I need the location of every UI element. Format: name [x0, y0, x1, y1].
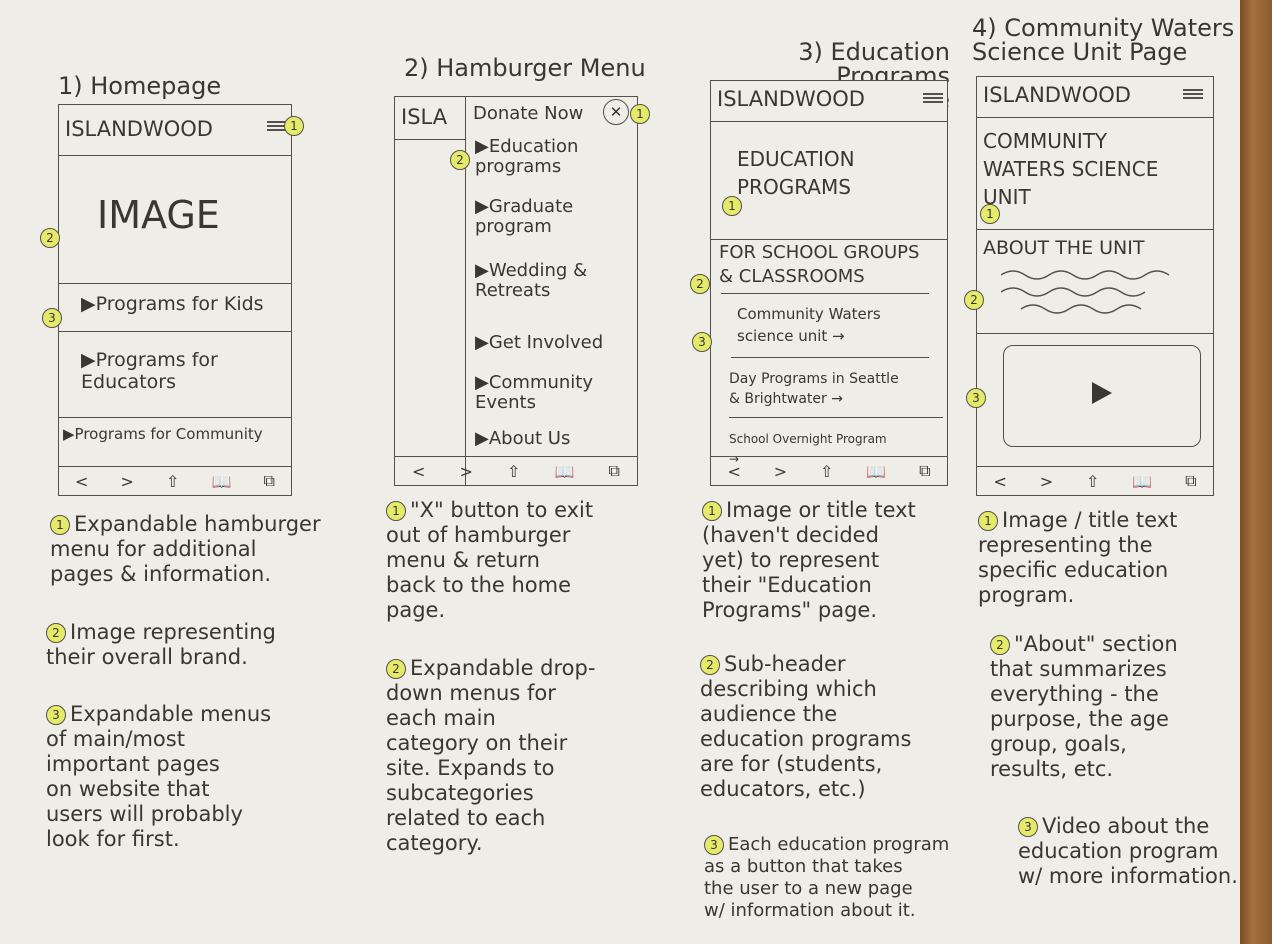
close-button[interactable]: ✕: [603, 99, 629, 125]
forward-icon[interactable]: >: [459, 461, 473, 481]
sketch-title: 1) Homepage: [58, 72, 222, 100]
tabs-icon[interactable]: ⧉: [608, 461, 620, 480]
back-icon[interactable]: <: [75, 471, 89, 491]
placeholder-text-lines: [1001, 270, 1170, 314]
tabs-icon[interactable]: ⧉: [1185, 471, 1197, 490]
hamburger-icon[interactable]: [1183, 87, 1203, 101]
phone-frame: ISLANDWOOD COMMUNITY WATERS SCIENCE UNIT…: [976, 76, 1214, 496]
browser-toolbar: < > ⇧ 📖 ⧉: [59, 466, 291, 495]
marker-1: 1: [722, 196, 742, 216]
marker-2: 2: [690, 274, 710, 294]
sketch-title: 4) Community Waters Science Unit Page: [972, 14, 1235, 66]
tabs-icon[interactable]: ⧉: [919, 461, 931, 480]
marker-1: 1: [284, 116, 304, 136]
hamburger-icon[interactable]: [267, 119, 287, 133]
back-icon[interactable]: <: [993, 471, 1007, 491]
wood-table-edge: [1240, 0, 1272, 944]
bookmarks-icon[interactable]: 📖: [211, 471, 232, 491]
back-icon[interactable]: <: [412, 461, 426, 481]
marker-1: 1: [980, 204, 1000, 224]
share-icon[interactable]: ⇧: [166, 471, 180, 491]
bookmarks-icon[interactable]: 📖: [866, 461, 887, 481]
about-heading: ABOUT THE UNIT: [983, 237, 1145, 259]
phone-frame: ISLANDWOOD EDUCATION PROGRAMS FOR SCHOOL…: [710, 80, 948, 486]
donate-now-link[interactable]: Donate Now: [473, 103, 584, 124]
hamburger-icon[interactable]: [923, 91, 943, 105]
program-link-day-programs[interactable]: Day Programs in Seattle & Brightwater →: [729, 371, 899, 407]
bookmarks-icon[interactable]: 📖: [554, 461, 575, 481]
logo: ISLA: [401, 105, 448, 129]
note-2: 2"About" section that summarizes everyth…: [990, 632, 1178, 781]
marker-2: 2: [40, 228, 60, 248]
forward-icon[interactable]: >: [773, 461, 788, 481]
bookmarks-icon[interactable]: 📖: [1132, 471, 1153, 491]
marker-3: 3: [42, 308, 62, 328]
tabs-icon[interactable]: ⧉: [263, 471, 275, 490]
share-icon[interactable]: ⇧: [820, 461, 834, 481]
logo: ISLANDWOOD: [983, 83, 1131, 107]
menu-item-about[interactable]: ▶About Us: [475, 428, 571, 449]
logo: ISLANDWOOD: [717, 87, 865, 111]
hero-image-placeholder: IMAGE: [97, 193, 220, 237]
menu-item-wedding[interactable]: ▶Wedding & Retreats: [475, 260, 588, 301]
marker-1: 1: [630, 104, 650, 124]
share-icon[interactable]: ⇧: [507, 461, 521, 481]
forward-icon[interactable]: >: [120, 471, 134, 491]
share-icon[interactable]: ⇧: [1086, 471, 1100, 491]
page-title: COMMUNITY WATERS SCIENCE UNIT: [983, 129, 1159, 209]
menu-item-education[interactable]: ▶Education programs: [475, 136, 579, 177]
program-link-community-waters[interactable]: Community Waters science unit →: [737, 305, 881, 345]
forward-icon[interactable]: >: [1039, 471, 1054, 491]
phone-frame: ISLA Donate Now ✕ ▶Education programs ▶G…: [394, 96, 638, 486]
browser-toolbar: < > ⇧ 📖 ⧉: [711, 456, 947, 485]
video-player[interactable]: [1003, 345, 1201, 447]
browser-toolbar: < > ⇧ 📖 ⧉: [977, 466, 1213, 495]
menu-item-educators[interactable]: ▶Programs for Educators: [81, 349, 218, 393]
marker-3: 3: [966, 388, 986, 408]
phone-frame: ISLANDWOOD IMAGE ▶Programs for Kids ▶Pro…: [58, 104, 292, 496]
back-icon[interactable]: <: [727, 461, 741, 481]
note-1: 1"X" button to exit out of hamburger men…: [386, 498, 594, 622]
menu-item-community-events[interactable]: ▶Community Events: [475, 372, 594, 413]
menu-item-community[interactable]: ▶Programs for Community: [63, 425, 263, 443]
marker-3: 3: [692, 332, 712, 352]
menu-item-get-involved[interactable]: ▶Get Involved: [475, 332, 604, 353]
page-title: EDUCATION PROGRAMS: [737, 147, 855, 199]
logo: ISLANDWOOD: [65, 117, 213, 141]
play-icon[interactable]: [1092, 382, 1112, 404]
browser-toolbar: < > ⇧ 📖 ⧉: [395, 456, 637, 485]
sub-header: FOR SCHOOL GROUPS & CLASSROOMS: [719, 242, 920, 287]
sketch-title: 2) Hamburger Menu: [404, 54, 646, 82]
menu-item-kids[interactable]: ▶Programs for Kids: [81, 293, 264, 315]
program-link-overnight[interactable]: School Overnight Program →: [729, 432, 887, 466]
marker-2: 2: [964, 290, 984, 310]
menu-item-graduate[interactable]: ▶Graduate program: [475, 196, 574, 237]
marker-2: 2: [450, 150, 470, 170]
